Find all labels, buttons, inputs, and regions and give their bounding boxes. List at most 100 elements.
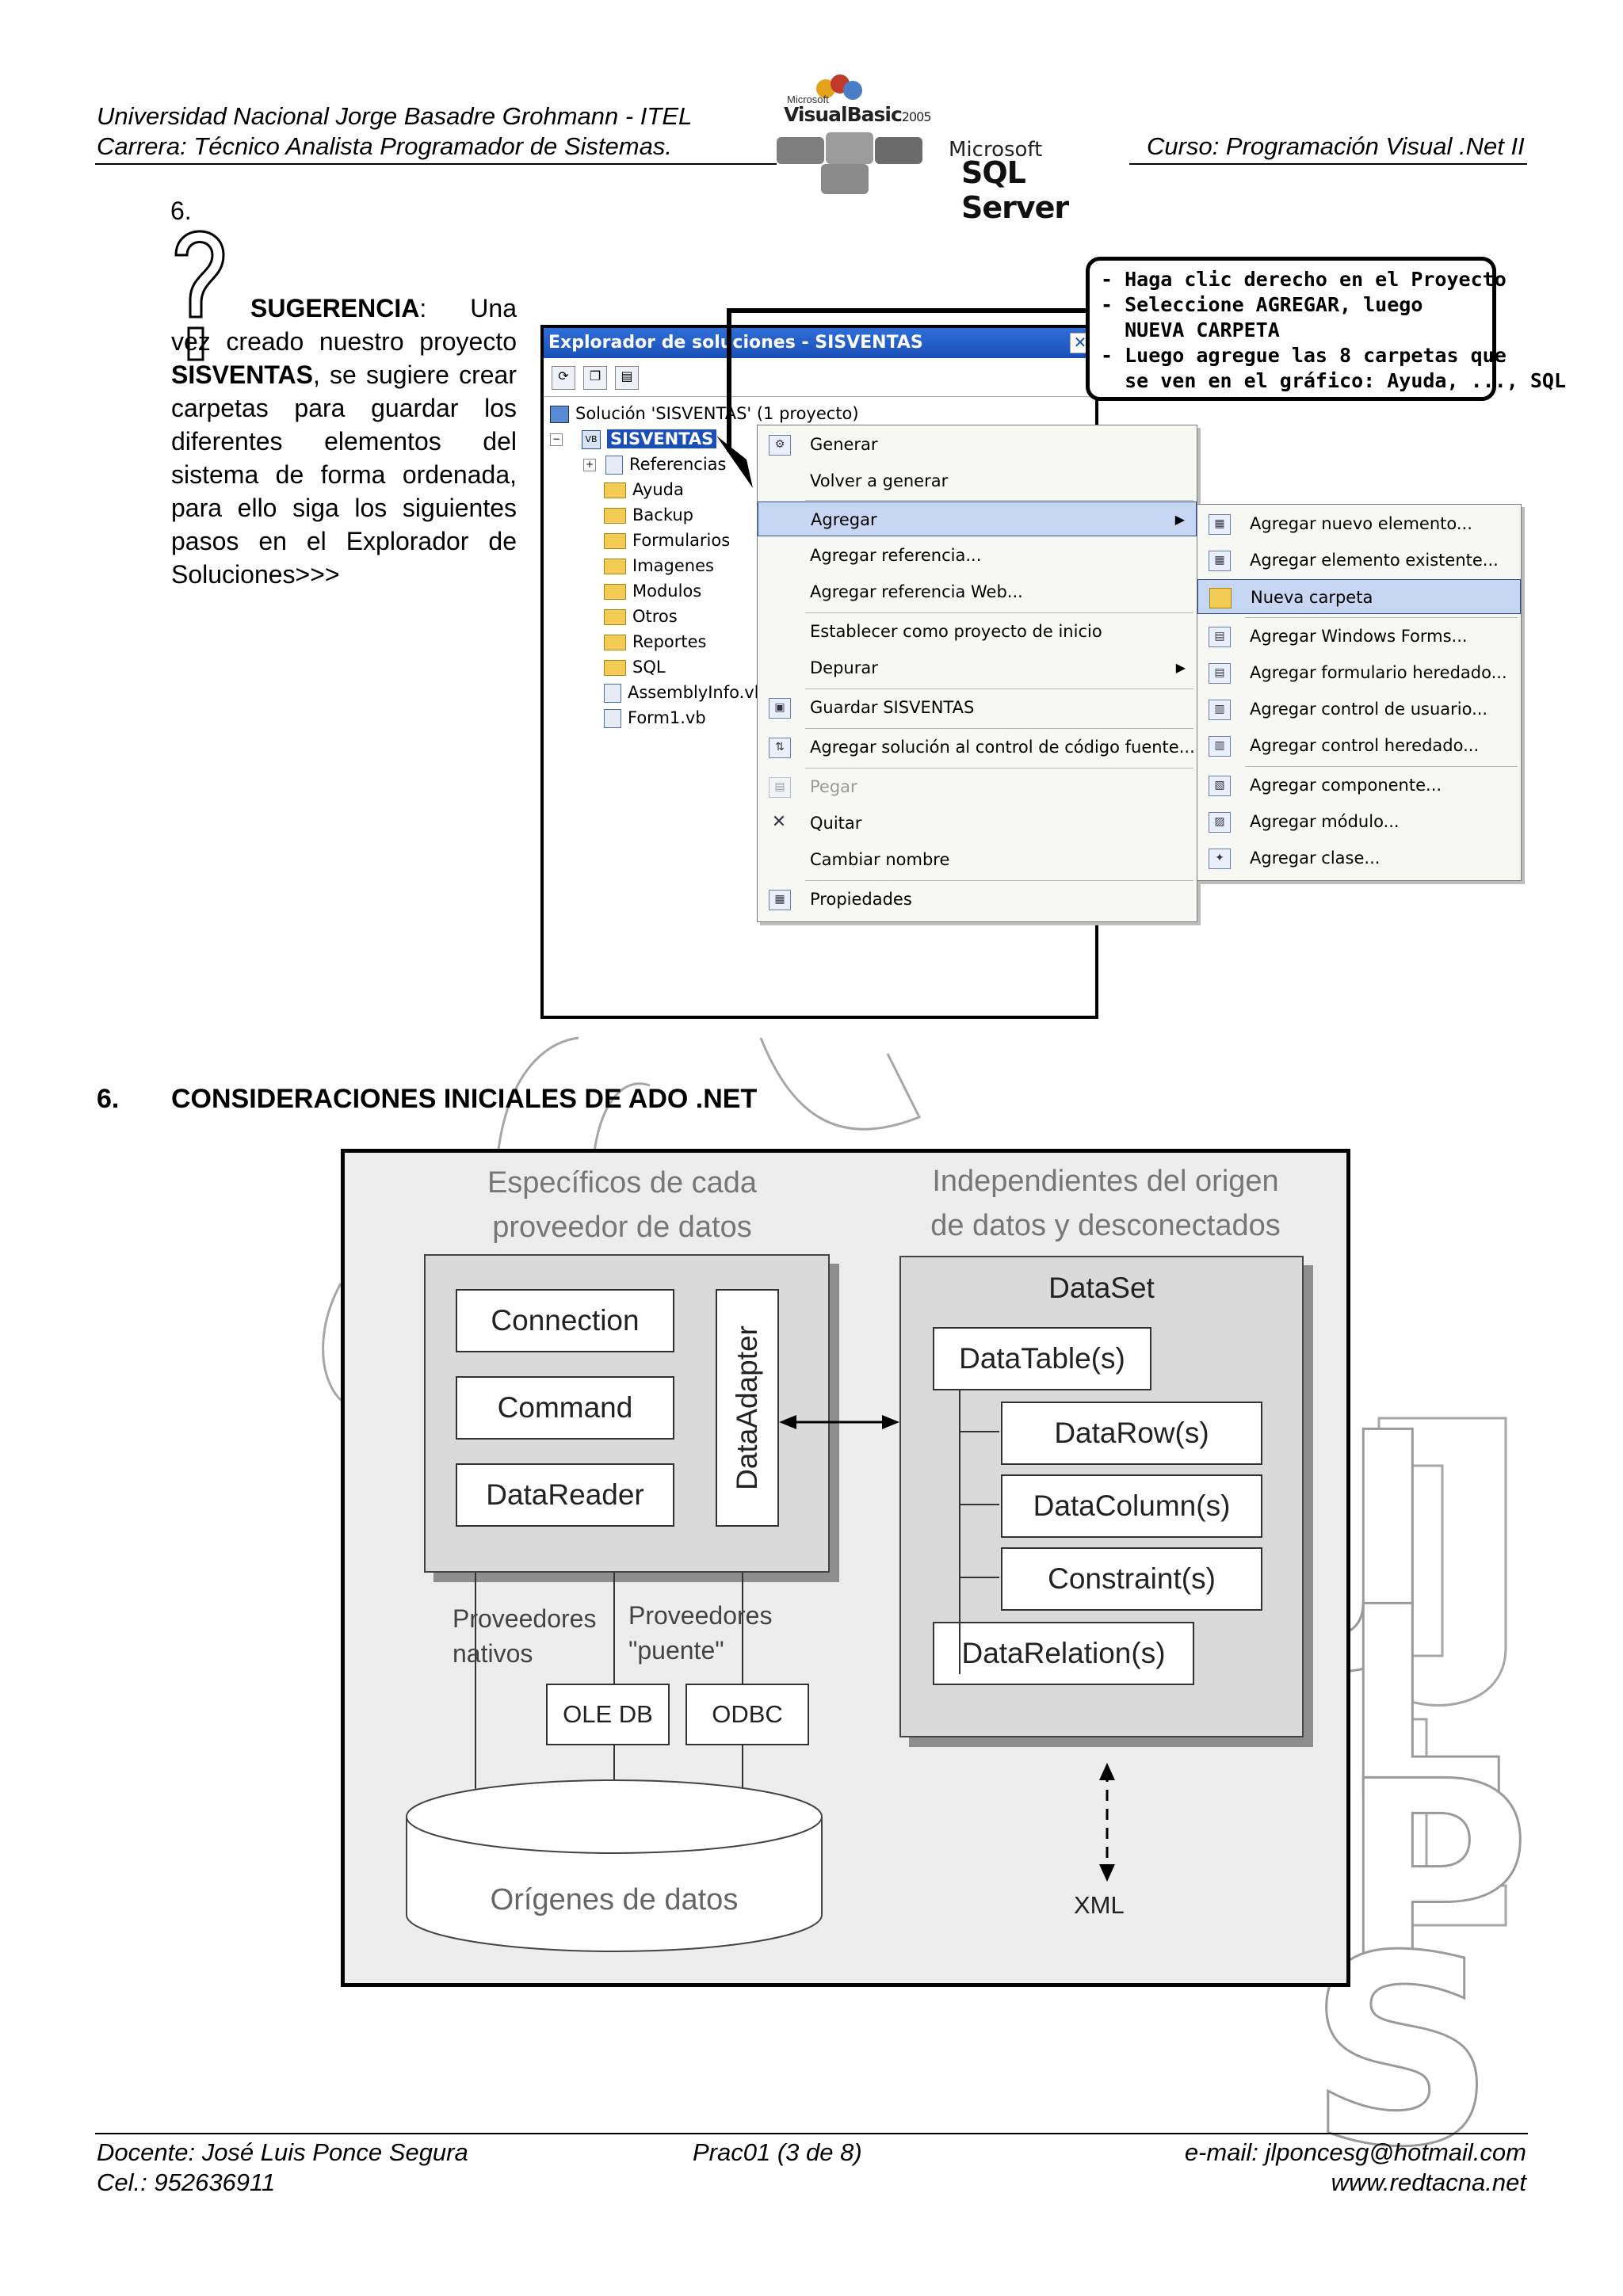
datatable-box: DataTable(s) bbox=[933, 1327, 1151, 1390]
provider-panel: Connection Command DataReader DataAdapte… bbox=[424, 1254, 830, 1573]
section-title: CONSIDERACIONES INICIALES DE ADO .NET bbox=[171, 1084, 758, 1114]
header-university: Universidad Nacional Jorge Basadre Grohm… bbox=[97, 102, 693, 130]
header-rule-right bbox=[1129, 163, 1527, 165]
show-all-files-icon[interactable]: ❐ bbox=[583, 366, 607, 390]
dataadapter-box: DataAdapter bbox=[716, 1289, 779, 1527]
source-control-icon: ⇅ bbox=[769, 738, 791, 758]
callout-connector bbox=[716, 308, 1086, 488]
menu-item-volver-a-generar[interactable]: Volver a generar bbox=[810, 471, 949, 490]
folder-icon bbox=[604, 609, 626, 625]
class-icon: ✦ bbox=[1209, 849, 1231, 869]
new-folder-icon bbox=[1209, 588, 1232, 608]
tree-item-sql[interactable]: SQL bbox=[550, 654, 859, 680]
section-number: 6. bbox=[97, 1084, 120, 1114]
tree-item-backup[interactable]: Backup bbox=[550, 502, 859, 528]
submenu-nueva-carpeta[interactable]: Nueva carpeta bbox=[1197, 579, 1521, 614]
folder-icon bbox=[604, 559, 626, 574]
paste-icon: ▤ bbox=[769, 777, 791, 798]
submenu-componente[interactable]: ▧Agregar componente... bbox=[1197, 768, 1521, 803]
submenu-modulo[interactable]: ▨Agregar módulo... bbox=[1197, 804, 1521, 839]
submenu-arrow-icon: ▶ bbox=[1175, 660, 1186, 675]
tree-solution[interactable]: Solución 'SISVENTAS' (1 proyecto) bbox=[550, 401, 859, 426]
tree-project-label: SISVENTAS bbox=[607, 429, 717, 448]
menu-item-propiedades[interactable]: ▦Propiedades bbox=[758, 882, 1197, 917]
folder-icon bbox=[604, 660, 626, 676]
menu-item-generar[interactable]: ⚙Generar bbox=[758, 427, 1197, 462]
menu-item-control-codigo-fuente[interactable]: ⇅Agregar solución al control de código f… bbox=[758, 730, 1197, 765]
watermark-letter-j: J bbox=[1338, 1377, 1438, 1681]
refresh-icon[interactable]: ⟳ bbox=[552, 366, 575, 390]
submenu-elemento-existente[interactable]: ▦Agregar elemento existente... bbox=[1197, 543, 1521, 578]
tree-item-modulos[interactable]: Modulos bbox=[550, 578, 859, 604]
tree-item-referencias[interactable]: +Referencias bbox=[550, 452, 859, 477]
submenu-nuevo-elemento[interactable]: ▦Agregar nuevo elemento... bbox=[1197, 506, 1521, 541]
menu-item-pegar[interactable]: ▤Pegar bbox=[758, 769, 1197, 804]
tree-item-form1[interactable]: Form1.vb bbox=[550, 705, 859, 730]
watermark bbox=[322, 1036, 1507, 1927]
references-icon bbox=[605, 456, 623, 475]
tree-item-otros[interactable]: Otros bbox=[550, 604, 859, 629]
xml-label: XML bbox=[1074, 1891, 1125, 1919]
submenu-clase[interactable]: ✦Agregar clase... bbox=[1197, 841, 1521, 875]
component-icon: ▧ bbox=[1209, 776, 1231, 796]
datarelation-box: DataRelation(s) bbox=[933, 1622, 1194, 1685]
watermark-letter-l: L bbox=[1338, 1551, 1507, 1855]
folder-icon bbox=[604, 533, 626, 549]
menu-item-cambiar-nombre[interactable]: Cambiar nombre bbox=[810, 850, 950, 869]
connection-box: Connection bbox=[456, 1289, 674, 1352]
submenu-arrow-icon: ▶ bbox=[1174, 512, 1185, 527]
menu-item-guardar[interactable]: ▣Guardar SISVENTAS bbox=[758, 690, 1197, 725]
footer-email: e-mail: jlponcesg@hotmail.com bbox=[1184, 2138, 1526, 2166]
save-icon: ▣ bbox=[769, 698, 791, 719]
step-number: 6. bbox=[170, 196, 192, 225]
vb-logo-text: VisualBasic2005 bbox=[784, 103, 932, 126]
bridge-providers-label: Proveedores"puente" bbox=[628, 1601, 773, 1665]
submenu-formulario-heredado[interactable]: ▤Agregar formulario heredado... bbox=[1197, 655, 1521, 690]
module-icon: ▨ bbox=[1209, 812, 1231, 833]
tree-item-imagenes[interactable]: Imagenes bbox=[550, 553, 859, 578]
vb-project-icon: VB bbox=[582, 430, 601, 449]
footer-phone: Cel.: 952636911 bbox=[97, 2168, 276, 2196]
properties-tool-icon[interactable]: ▤ bbox=[615, 366, 639, 390]
new-item-icon: ▦ bbox=[1209, 514, 1231, 535]
windows-form-icon: ▤ bbox=[1209, 627, 1231, 647]
menu-item-establecer-inicio[interactable]: Establecer como proyecto de inicio bbox=[810, 622, 1102, 641]
folder-icon bbox=[604, 635, 626, 650]
tree-item-ayuda[interactable]: Ayuda bbox=[550, 477, 859, 502]
tree-item-formularios[interactable]: Formularios bbox=[550, 528, 859, 553]
submenu-control-heredado[interactable]: ▥Agregar control heredado... bbox=[1197, 728, 1521, 763]
diagram-connectors bbox=[406, 1389, 1115, 1952]
dataset-panel: DataSet DataTable(s) DataRow(s) DataColu… bbox=[899, 1256, 1304, 1737]
build-icon: ⚙ bbox=[769, 435, 791, 456]
watermark-letter-p: P bbox=[1338, 1726, 1533, 2030]
datacolumn-box: DataColumn(s) bbox=[1001, 1474, 1262, 1538]
sql-logo-text: SQL Server bbox=[961, 155, 1069, 225]
submenu-control-usuario[interactable]: ▥Agregar control de usuario... bbox=[1197, 692, 1521, 727]
datareader-box: DataReader bbox=[456, 1463, 674, 1527]
menu-item-agregar-referencia-web[interactable]: Agregar referencia Web... bbox=[810, 582, 1023, 601]
tree-item-assemblyinfo[interactable]: AssemblyInfo.vb bbox=[550, 680, 859, 705]
submenu-windows-forms[interactable]: ▤Agregar Windows Forms... bbox=[1197, 619, 1521, 654]
folder-icon bbox=[604, 482, 626, 498]
menu-item-agregar-referencia[interactable]: Agregar referencia... bbox=[810, 546, 982, 565]
folder-icon bbox=[604, 508, 626, 524]
solution-icon bbox=[550, 406, 569, 423]
menu-item-quitar[interactable]: ✕Quitar bbox=[758, 806, 1197, 841]
context-menu: ⚙Generar Volver a generar Agregar▶ Agreg… bbox=[757, 425, 1197, 922]
existing-item-icon: ▦ bbox=[1209, 551, 1231, 571]
vb-logo-top: Microsoft bbox=[787, 93, 829, 105]
vb-logo-icon bbox=[816, 74, 862, 100]
menu-item-agregar[interactable]: Agregar▶ bbox=[758, 502, 1197, 536]
sql-logo-microsoft: Microsoft bbox=[949, 138, 1043, 162]
command-box: Command bbox=[456, 1376, 674, 1440]
tip-project: SISVENTAS bbox=[171, 360, 313, 389]
properties-icon: ▦ bbox=[769, 890, 791, 910]
menu-item-depurar[interactable]: Depurar▶ bbox=[758, 650, 1197, 685]
tree-item-reportes[interactable]: Reportes bbox=[550, 629, 859, 654]
footer-rule bbox=[95, 2133, 1528, 2134]
